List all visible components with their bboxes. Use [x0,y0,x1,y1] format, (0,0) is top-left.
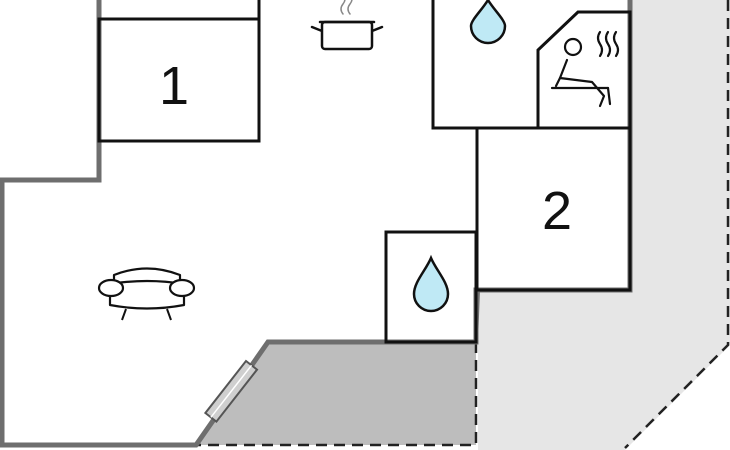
water-drop-icon [412,254,450,313]
room-toilet [384,230,478,344]
room-sauna [536,10,632,130]
room-label-2: 2 [542,181,572,241]
outdoor-area [478,0,730,450]
terrace [196,342,476,445]
window-icon [203,359,259,424]
room-label-1: 1 [159,56,189,116]
water-drop-icon [469,0,507,45]
room-bedroom-2: 2 [475,126,632,292]
sauna-icon [550,30,620,108]
room-bedroom-1: 1 [97,0,261,143]
kitchen-pot-icon [310,0,384,51]
sofa-icon [97,267,196,321]
terrace-boundary-dashed [165,342,478,447]
outdoor-boundary-dashed [624,0,730,449]
